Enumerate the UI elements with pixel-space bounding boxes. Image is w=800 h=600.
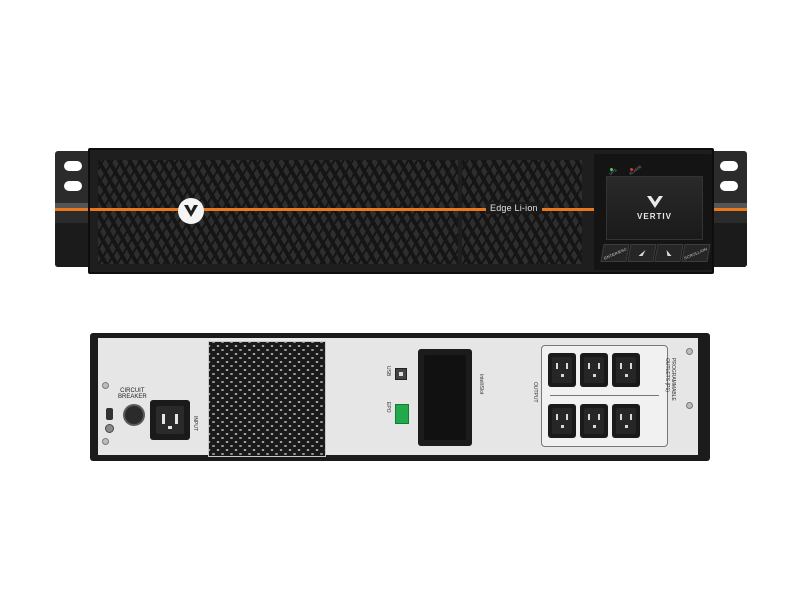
epo-connector[interactable] [395,404,409,424]
control-panel: UPS ALARM VERTIV ENTER/ESC SCROLL/O [594,154,712,270]
input-label: INPUT [192,416,198,431]
panel-buttons: ENTER/ESC SCROLL/ON [600,244,711,262]
lcd-screen: VERTIV [606,176,703,240]
ac-input-inlet [150,400,190,440]
usb-port[interactable] [395,368,407,380]
mounting-slot [720,161,738,171]
screw-icon [686,348,693,355]
alarm-led-icon [630,168,633,171]
accent-stripe-right [711,208,747,211]
model-label: Edge Li-ion [486,202,542,214]
usb-label: USB [385,366,391,377]
output-label: OUTPUT [532,382,538,403]
ear-foot [711,223,747,267]
fan-vent [208,341,326,457]
output-outlet[interactable] [580,404,608,438]
accent-stripe [90,208,712,211]
up-button[interactable] [627,244,657,262]
down-button[interactable] [654,244,684,262]
mounting-slot [720,181,738,191]
brand-name: VERTIV [637,212,672,221]
epo-label: EPO [385,402,391,413]
output-outlets [541,345,668,447]
output-outlet[interactable] [548,404,576,438]
ear-foot [55,223,91,267]
ear-bracket [711,203,747,209]
ups-led-icon [610,168,613,171]
arrow-down-icon [666,250,672,256]
ground-screw-icon [105,408,114,438]
ear-bracket [55,203,91,209]
programmable-outlet[interactable] [548,353,576,387]
mounting-slot [64,181,82,191]
screw-icon [686,402,693,409]
screw-icon [102,438,109,445]
programmable-outlet[interactable] [580,353,608,387]
circuit-breaker[interactable] [123,404,145,426]
front-bezel: Edge Li-ion UPS ALARM VERTIV ENTER/ESC [88,148,714,274]
vent-grille-left [98,160,458,264]
intellislot-label: IntelliSlot [478,374,484,395]
enter-esc-button[interactable]: ENTER/ESC [600,244,630,262]
status-indicators: UPS ALARM [602,160,672,178]
vertiv-logo-icon [178,198,204,224]
mounting-slot [64,161,82,171]
screw-icon [102,382,109,389]
vertiv-logo-icon [646,196,663,208]
output-outlet[interactable] [612,404,640,438]
programmable-outlet[interactable] [612,353,640,387]
scroll-on-button[interactable]: SCROLL/ON [681,244,711,262]
intellislot-cover[interactable] [418,349,472,446]
arrow-up-icon [638,250,646,256]
ups-front-view: Edge Li-ion UPS ALARM VERTIV ENTER/ESC [55,148,747,274]
accent-stripe-left [55,208,91,211]
